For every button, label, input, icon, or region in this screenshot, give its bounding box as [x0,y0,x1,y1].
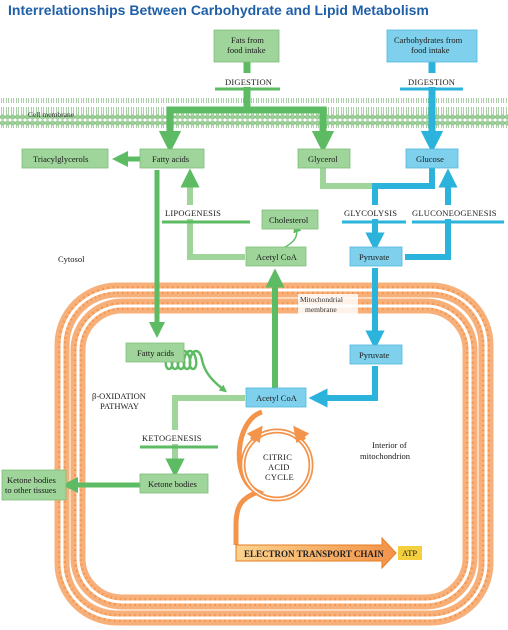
acetyl-coa-mito-label: Acetyl CoA [256,393,298,403]
ketone-bodies-tissues-line1: Ketone bodies [7,475,56,485]
glycerol-to-glycolysis-arrow [320,168,378,208]
glycerol-box [297,148,351,169]
citric-acid-cycle-line2: ACID [268,462,290,472]
glucose-label: Glucose [416,154,444,164]
acetyl-coa-cytosol-box [245,246,307,267]
acetyl-coa-mito-box [245,387,307,408]
cycle-to-etc-arrow [233,409,265,545]
interior-label-line1: Interior of [372,440,407,450]
ketone-bodies-box [139,473,209,494]
atp-box [398,546,422,560]
carbs-intake-box [386,29,478,63]
triacylglycerols-label: Triacylglycerols [33,154,88,164]
electron-transport-chain [235,536,397,570]
citric-acid-cycle-line3: CYCLE [265,472,294,482]
digestion-left-label: DIGESTION [225,77,272,87]
fats-intake-line2: food intake [227,45,266,55]
cholesterol-box [261,209,319,230]
lipogenesis-arrow [180,168,245,260]
fatty-acids-mito-box [125,342,185,363]
gluconeogenesis-label: GLUCONEOGENESIS [412,208,497,218]
mito-membrane-label-line1: Mitochondrial [300,295,343,304]
ketone-bodies-label: Ketone bodies [148,479,197,489]
mito-membrane-label-line2: membrane [305,305,337,314]
digestion-left [215,73,280,91]
digestion-right-label: DIGESTION [408,77,455,87]
beta-oxidation-label-line1: β-OXIDATION [92,391,146,401]
ketone-bodies-tissues-box [1,469,67,501]
cell-membrane-label: Cell membrane [28,110,75,119]
glycerol-label: Glycerol [308,154,338,164]
pyruvate-to-acetyl-coa-arrow [308,366,378,408]
gluconeogenesis-arrow [405,168,458,260]
pyruvate-mito-label: Pyruvate [359,350,389,360]
cytosol-label: Cytosol [58,254,85,264]
carbs-intake-line1: Carbohydrates from [394,35,463,45]
fats-intake-box [213,29,280,63]
ketogenesis-arrow [165,395,245,478]
acetyl-coa-cytosol-label: Acetyl CoA [256,252,298,262]
lipogenesis-label: LIPOGENESIS [165,208,221,218]
interior-label-line2: mitochondrion [360,451,411,461]
carbs-intake-line2: food intake [411,45,450,55]
fats-to-glycerol-arrow [247,106,335,154]
beta-oxidation-label-line2: PATHWAY [100,401,139,411]
atp-label: ATP [402,548,417,558]
pyruvate-cytosol-label: Pyruvate [359,252,389,262]
ketogenesis-label: KETOGENESIS [142,433,202,443]
citric-acid-cycle-line1: CITRIC [263,452,292,462]
digestion-right [400,73,463,91]
glycolysis-label: GLYCOLYSIS [344,208,397,218]
cholesterol-label: Cholesterol [269,215,309,225]
cholesterol-arrow [282,224,302,249]
ketone-bodies-tissues-line2: to other tissues [5,485,56,495]
triacylglycerols-box [21,148,109,169]
fatty-acids-mito-label: Fatty acids [137,348,174,358]
fatty-acids-cytosol-label: Fatty acids [152,154,189,164]
fats-intake-line1: Fats from [231,35,264,45]
pyruvate-cytosol-box [349,246,403,267]
etc-label: ELECTRON TRANSPORT CHAIN [244,549,384,559]
mito-label-backdrop [298,294,358,316]
diagram-title: Interrelationships Between Carbohydrate … [8,2,429,18]
pyruvate-mito-box [349,344,403,365]
glucose-box [405,148,459,169]
fatty-acids-cytosol-box [139,148,205,169]
